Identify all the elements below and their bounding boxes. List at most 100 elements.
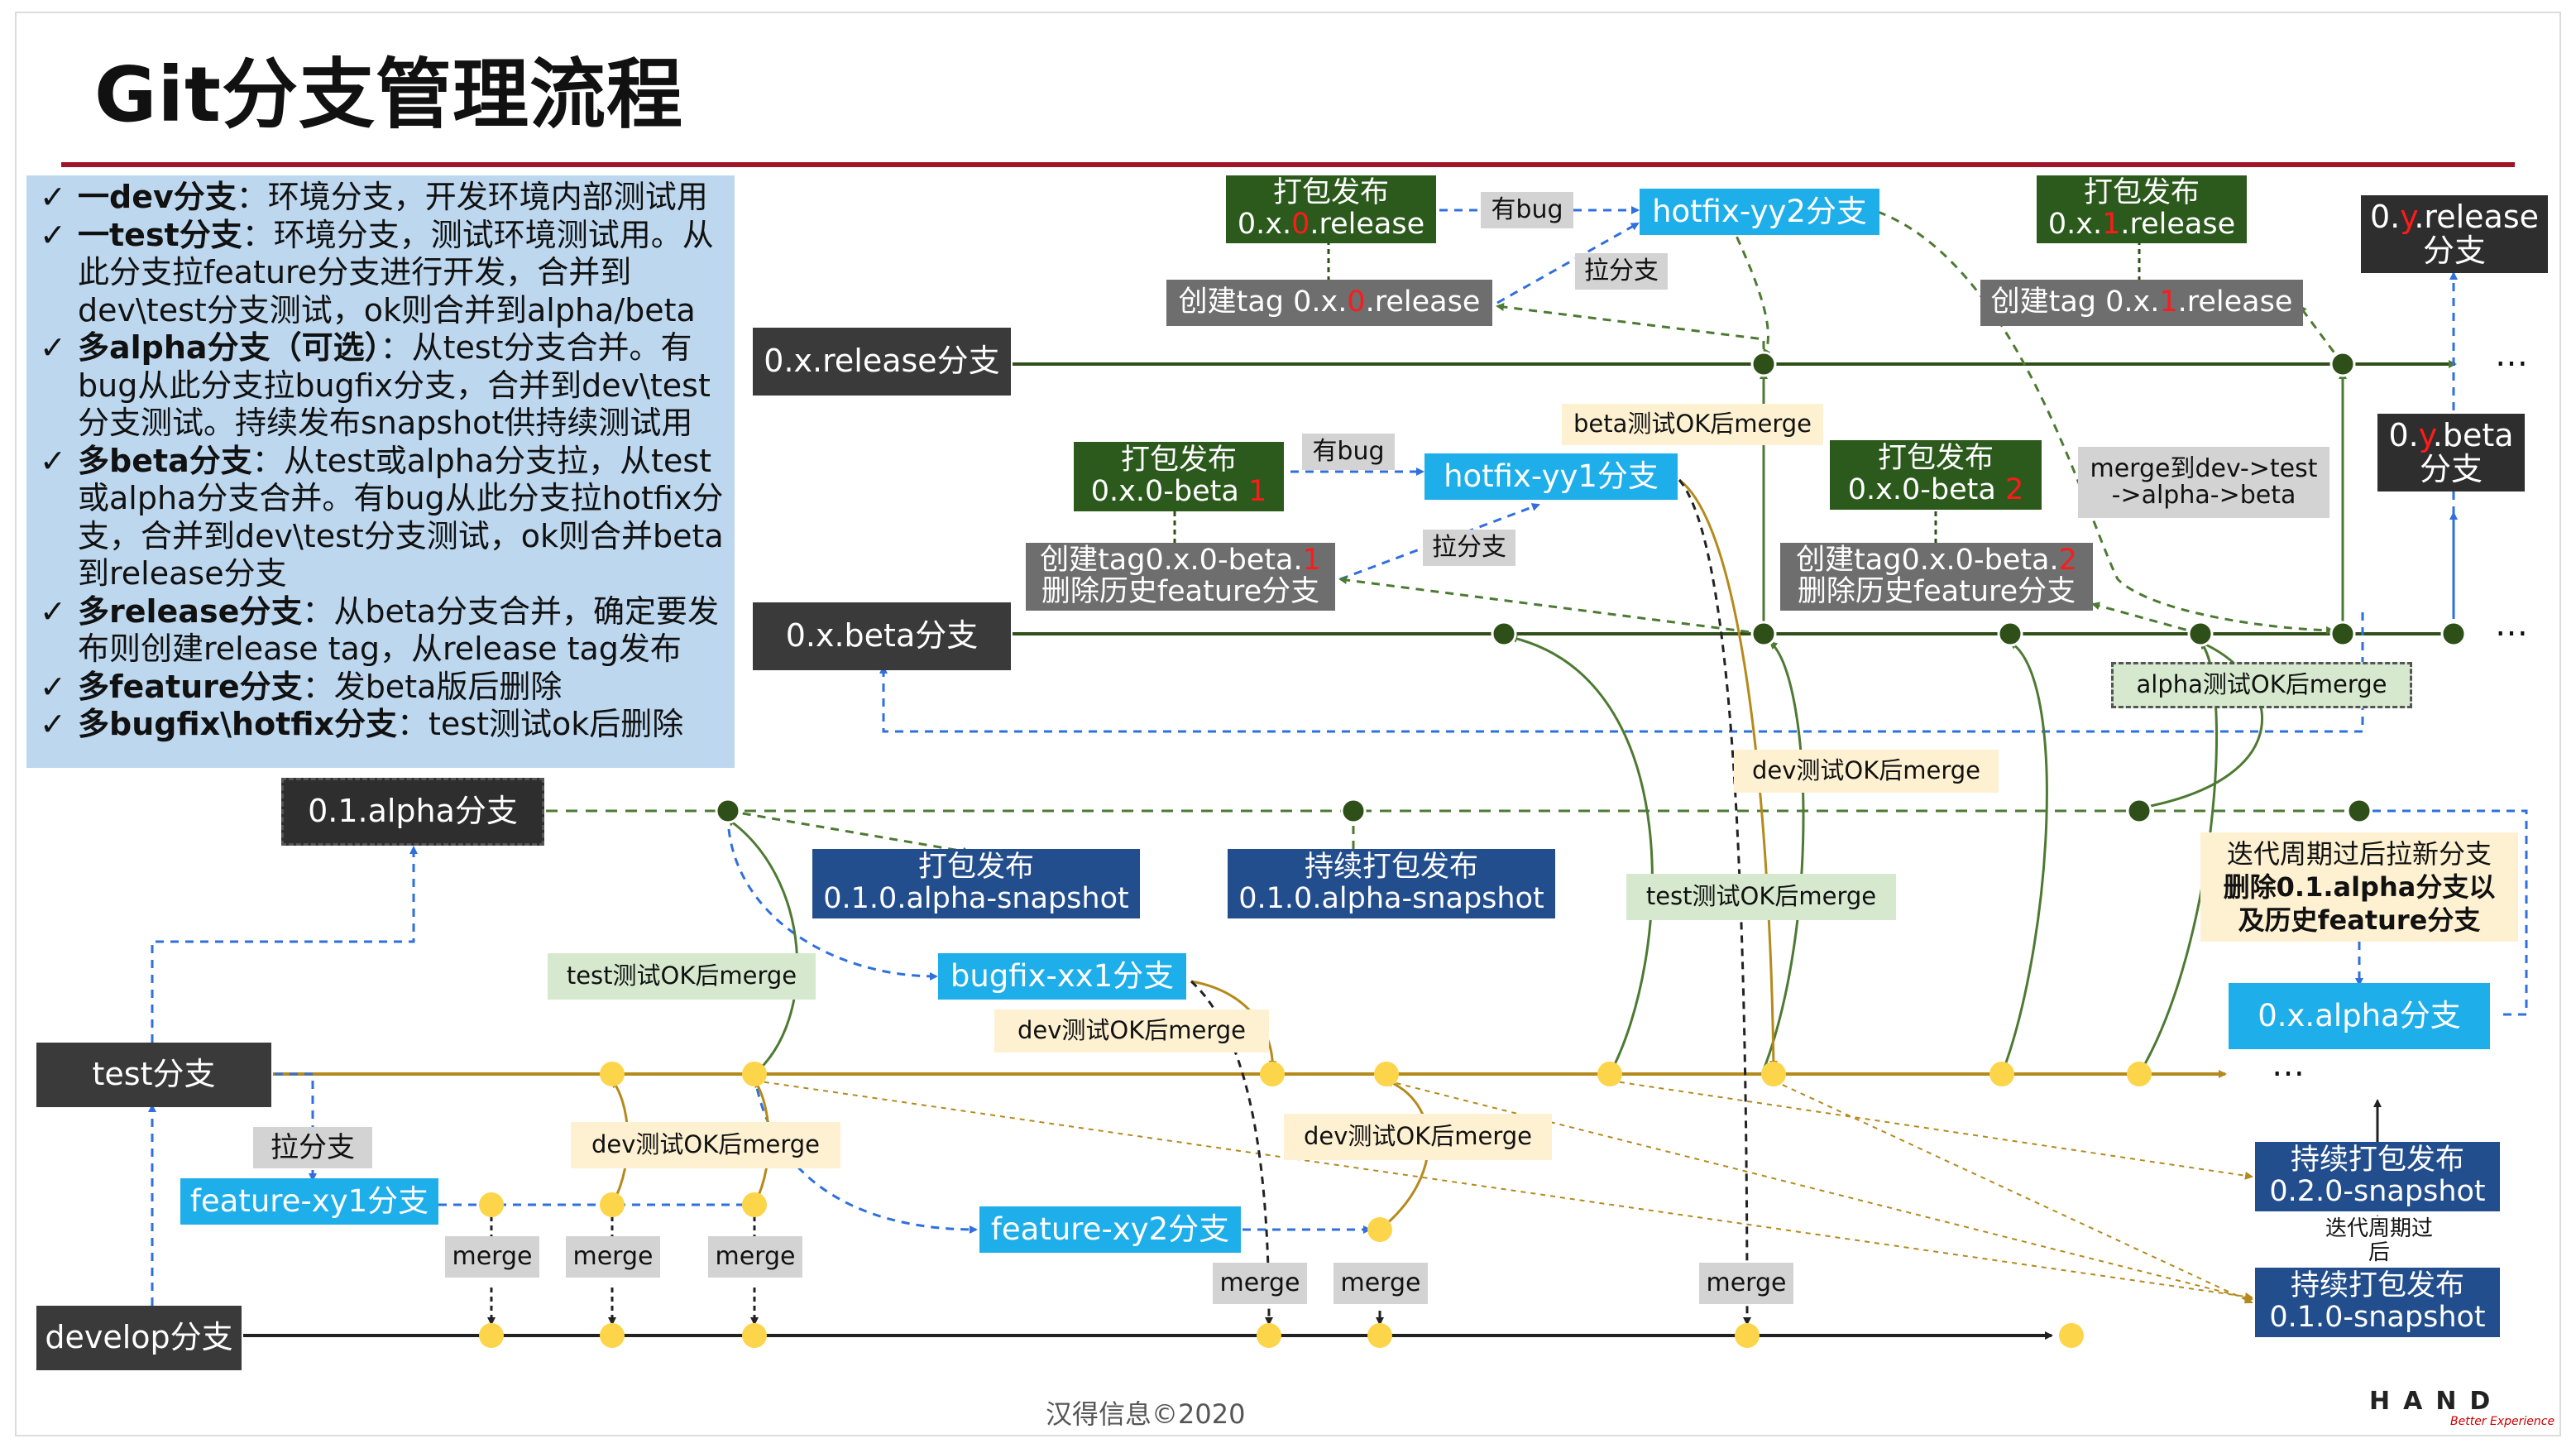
label-bug-1: 有bug (1302, 434, 1395, 470)
pkg-index: 1 (2102, 208, 2121, 241)
branch-hotfix-yy1: hotfix-yy1分支 (1424, 453, 1678, 500)
note-var: y (2400, 198, 2415, 235)
tag-release-0: 创建tag 0.x.0.release (1166, 280, 1492, 326)
commit-nodes-feature (479, 1192, 1392, 1242)
label-dev-ok-merge-bugfix: dev测试OK后merge (994, 1009, 1269, 1053)
branch-x-alpha: 0.x.alpha分支 (2229, 983, 2490, 1049)
branch-feature-xy1: feature-xy1分支 (180, 1178, 438, 1225)
label-merge-6: merge (1699, 1263, 1793, 1304)
tag-index: 2 (2058, 544, 2077, 578)
ellipsis-beta: … (2495, 606, 2528, 644)
iteration-note-line3: 及历史feature分支 (2238, 904, 2481, 936)
label-beta-ok-merge: beta测试OK后merge (1562, 404, 1823, 445)
commit-nodes-alpha (715, 798, 2373, 824)
tag-stems (1173, 240, 2141, 543)
pkg-title: 持续打包发布 (2290, 1144, 2464, 1177)
tag-index: 0 (1347, 285, 1366, 319)
pkg-title: 持续打包发布 (1304, 851, 1478, 885)
branch-alpha: 0.1.alpha分支 (281, 778, 544, 846)
pkg-version: 0.2.0-snapshot (2269, 1175, 2486, 1208)
pkg-title: 打包发布 (1120, 444, 1237, 477)
tag-release-1: 创建tag 0.x.1.release (1980, 280, 2303, 326)
legend-term: 多feature分支 (78, 668, 303, 705)
pkg-index: 2 (2004, 473, 2024, 506)
legend-term: 多alpha分支（可选） (78, 329, 381, 366)
slide-frame (15, 12, 2561, 1436)
page-title: Git分支管理流程 (94, 50, 684, 139)
label-merge-chain-line1: merge到dev->test (2090, 453, 2318, 483)
tag-index: 1 (1302, 544, 1321, 578)
legend-item-release: ✓多release分支：从beta分支合并，确定要发布则创建release ta… (40, 593, 735, 669)
pkg-title: 打包发布 (2083, 176, 2200, 210)
tag-prefix: 创建tag0.x.0-beta. (1040, 544, 1303, 578)
tag-note: 删除历史feature分支 (1797, 575, 2076, 608)
iteration-note-line1: 迭代周期过后拉新分支 (2226, 838, 2492, 870)
pkg-prefix: 0.x.0-beta (1847, 473, 2005, 506)
branch-develop: develop分支 (36, 1306, 242, 1370)
legend-desc: ：环境分支，开发环境内部测试用 (236, 179, 708, 215)
cycle-line2: 后 (2368, 1240, 2390, 1265)
legend-desc: ：从test分支合并。有bug从此分支拉bugfix分支，合并到dev\test… (78, 329, 711, 441)
commit-nodes-develop (479, 1323, 2084, 1348)
check-icon: ✓ (40, 706, 66, 742)
merge-bugfix-to-develop (1190, 980, 1273, 1326)
check-icon: ✓ (40, 442, 66, 479)
connector-test-to-feature-xy2 (753, 1073, 978, 1234)
connector-hotfix2-to-beta (1877, 210, 2334, 635)
note-line2: 分支 (2422, 233, 2486, 269)
pkg-prefix: 0.x.0-beta (1090, 475, 1248, 508)
label-pull-branch-2: 拉分支 (1575, 253, 1668, 290)
legend-panel: ✓一dev分支：环境分支，开发环境内部测试用 ✓一test分支：环境分支，测试环… (26, 175, 735, 768)
note-suffix: .release (2414, 198, 2539, 235)
commit-nodes-test (600, 1062, 2152, 1086)
connector-test-to-alpha (151, 846, 418, 1043)
iteration-note: 迭代周期过后拉新分支删除0.1.alpha分支以及历史feature分支 (2200, 832, 2518, 942)
note-line2: 分支 (2419, 451, 2483, 487)
pkg-prefix: 0.x. (2047, 208, 2103, 241)
label-alpha-ok-merge: alpha测试OK后merge (2111, 662, 2412, 708)
pkg-title: 打包发布 (1877, 442, 1994, 476)
logo-tagline: Better Experience (2450, 1415, 2555, 1428)
pkg-version: 0.1.0.alpha-snapshot (823, 882, 1129, 915)
merge-test-to-alpha (726, 818, 799, 1076)
tag-suffix: .release (1365, 285, 1481, 319)
branch-feature-xy2: feature-xy2分支 (979, 1206, 1241, 1253)
snapshot-link-3 (1609, 1080, 2253, 1180)
check-icon: ✓ (40, 329, 66, 366)
ellipsis-release: … (2495, 336, 2528, 374)
check-icon: ✓ (40, 592, 66, 630)
commit-nodes-beta (1491, 621, 2467, 647)
legend-term: 多bugfix\hotfix分支 (78, 706, 398, 742)
connector-release-to-tag1 (2298, 305, 2344, 365)
branch-hotfix-yy2: hotfix-yy2分支 (1640, 189, 1879, 235)
pkg-suffix: .release (2120, 208, 2236, 241)
tag-prefix: 创建tag 0.x. (1990, 285, 2160, 319)
legend-term: 一test分支 (78, 216, 242, 253)
label-test-ok-merge-left: test测试OK后merge (548, 953, 816, 1000)
merge-test-to-beta-2 (1760, 640, 1805, 1075)
connector-alpha-to-bugfix (726, 813, 938, 981)
snapshot-link-4 (1773, 1080, 2253, 1304)
label-merge-4: merge (1213, 1263, 1307, 1304)
legend-desc: ：环境分支，测试环境测试用。从此分支拉feature分支进行开发，合并到dev\… (78, 216, 714, 328)
note-prefix: 0. (2370, 198, 2401, 235)
tag-prefix: 创建tag 0.x. (1178, 285, 1348, 319)
pkg-title: 打包发布 (1272, 176, 1389, 210)
label-test-ok-merge-right: test测试OK后merge (1626, 874, 1896, 920)
legend-item-test: ✓一test分支：环境分支，测试环境测试用。从此分支拉feature分支进行开发… (40, 217, 735, 330)
merge-hotfix1-to-develop (1678, 479, 1751, 1326)
pkg-title: 持续打包发布 (2290, 1269, 2464, 1303)
legend-term: 一dev分支 (78, 179, 237, 215)
merge-beta-to-alpha (2141, 640, 2263, 811)
connector-hotfix2-to-release (1729, 223, 1771, 357)
legend-desc: ：从beta分支合并，确定要发布则创建release tag，从release … (78, 592, 720, 668)
